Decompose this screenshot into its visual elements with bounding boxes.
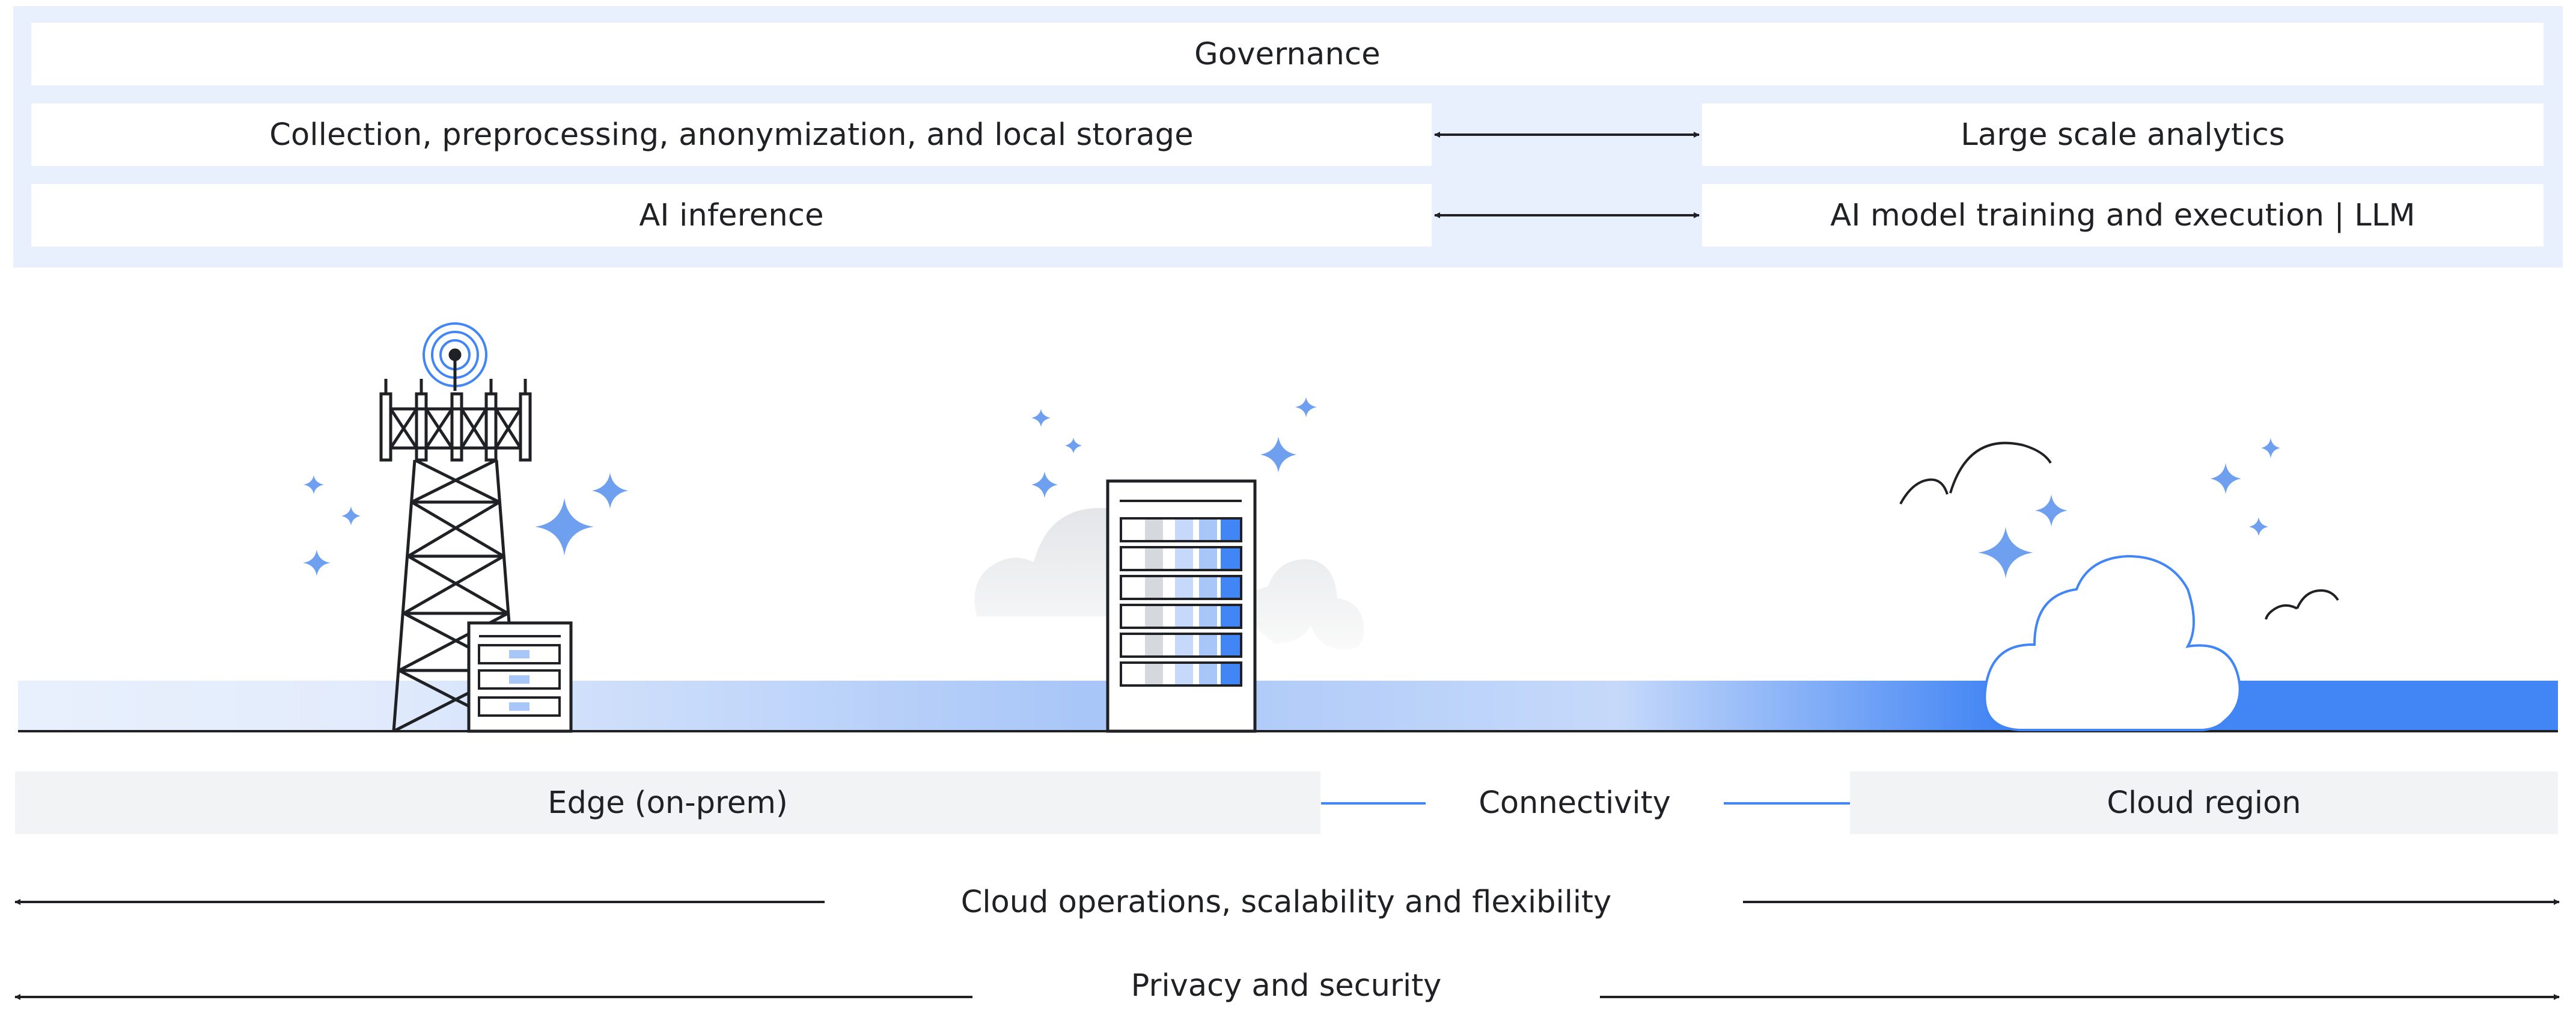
sparkle-icon — [303, 473, 628, 576]
cloud-region-label: Cloud region — [1850, 771, 2558, 834]
ai-training-box: AI model training and execution | LLM — [1702, 184, 2544, 247]
bird-icon — [1899, 441, 2339, 620]
sparkle-icon — [1978, 438, 2280, 578]
edge-label: Edge (on-prem) — [15, 771, 1320, 834]
server-rack-icon — [467, 621, 573, 733]
sparkle-icon — [1031, 397, 1317, 498]
governance-title: Governance — [31, 23, 2544, 85]
cloud-icon — [1983, 554, 2241, 731]
collection-box: Collection, preprocessing, anonymization… — [31, 103, 1432, 166]
analytics-box: Large scale analytics — [1702, 103, 2544, 166]
ai-inference-box: AI inference — [31, 184, 1432, 247]
operations-label: Cloud operations, scalability and flexib… — [835, 875, 1737, 929]
connectivity-label: Connectivity — [1426, 776, 1724, 830]
server-rack-icon — [1106, 479, 1257, 733]
privacy-label: Privacy and security — [980, 962, 1593, 1009]
